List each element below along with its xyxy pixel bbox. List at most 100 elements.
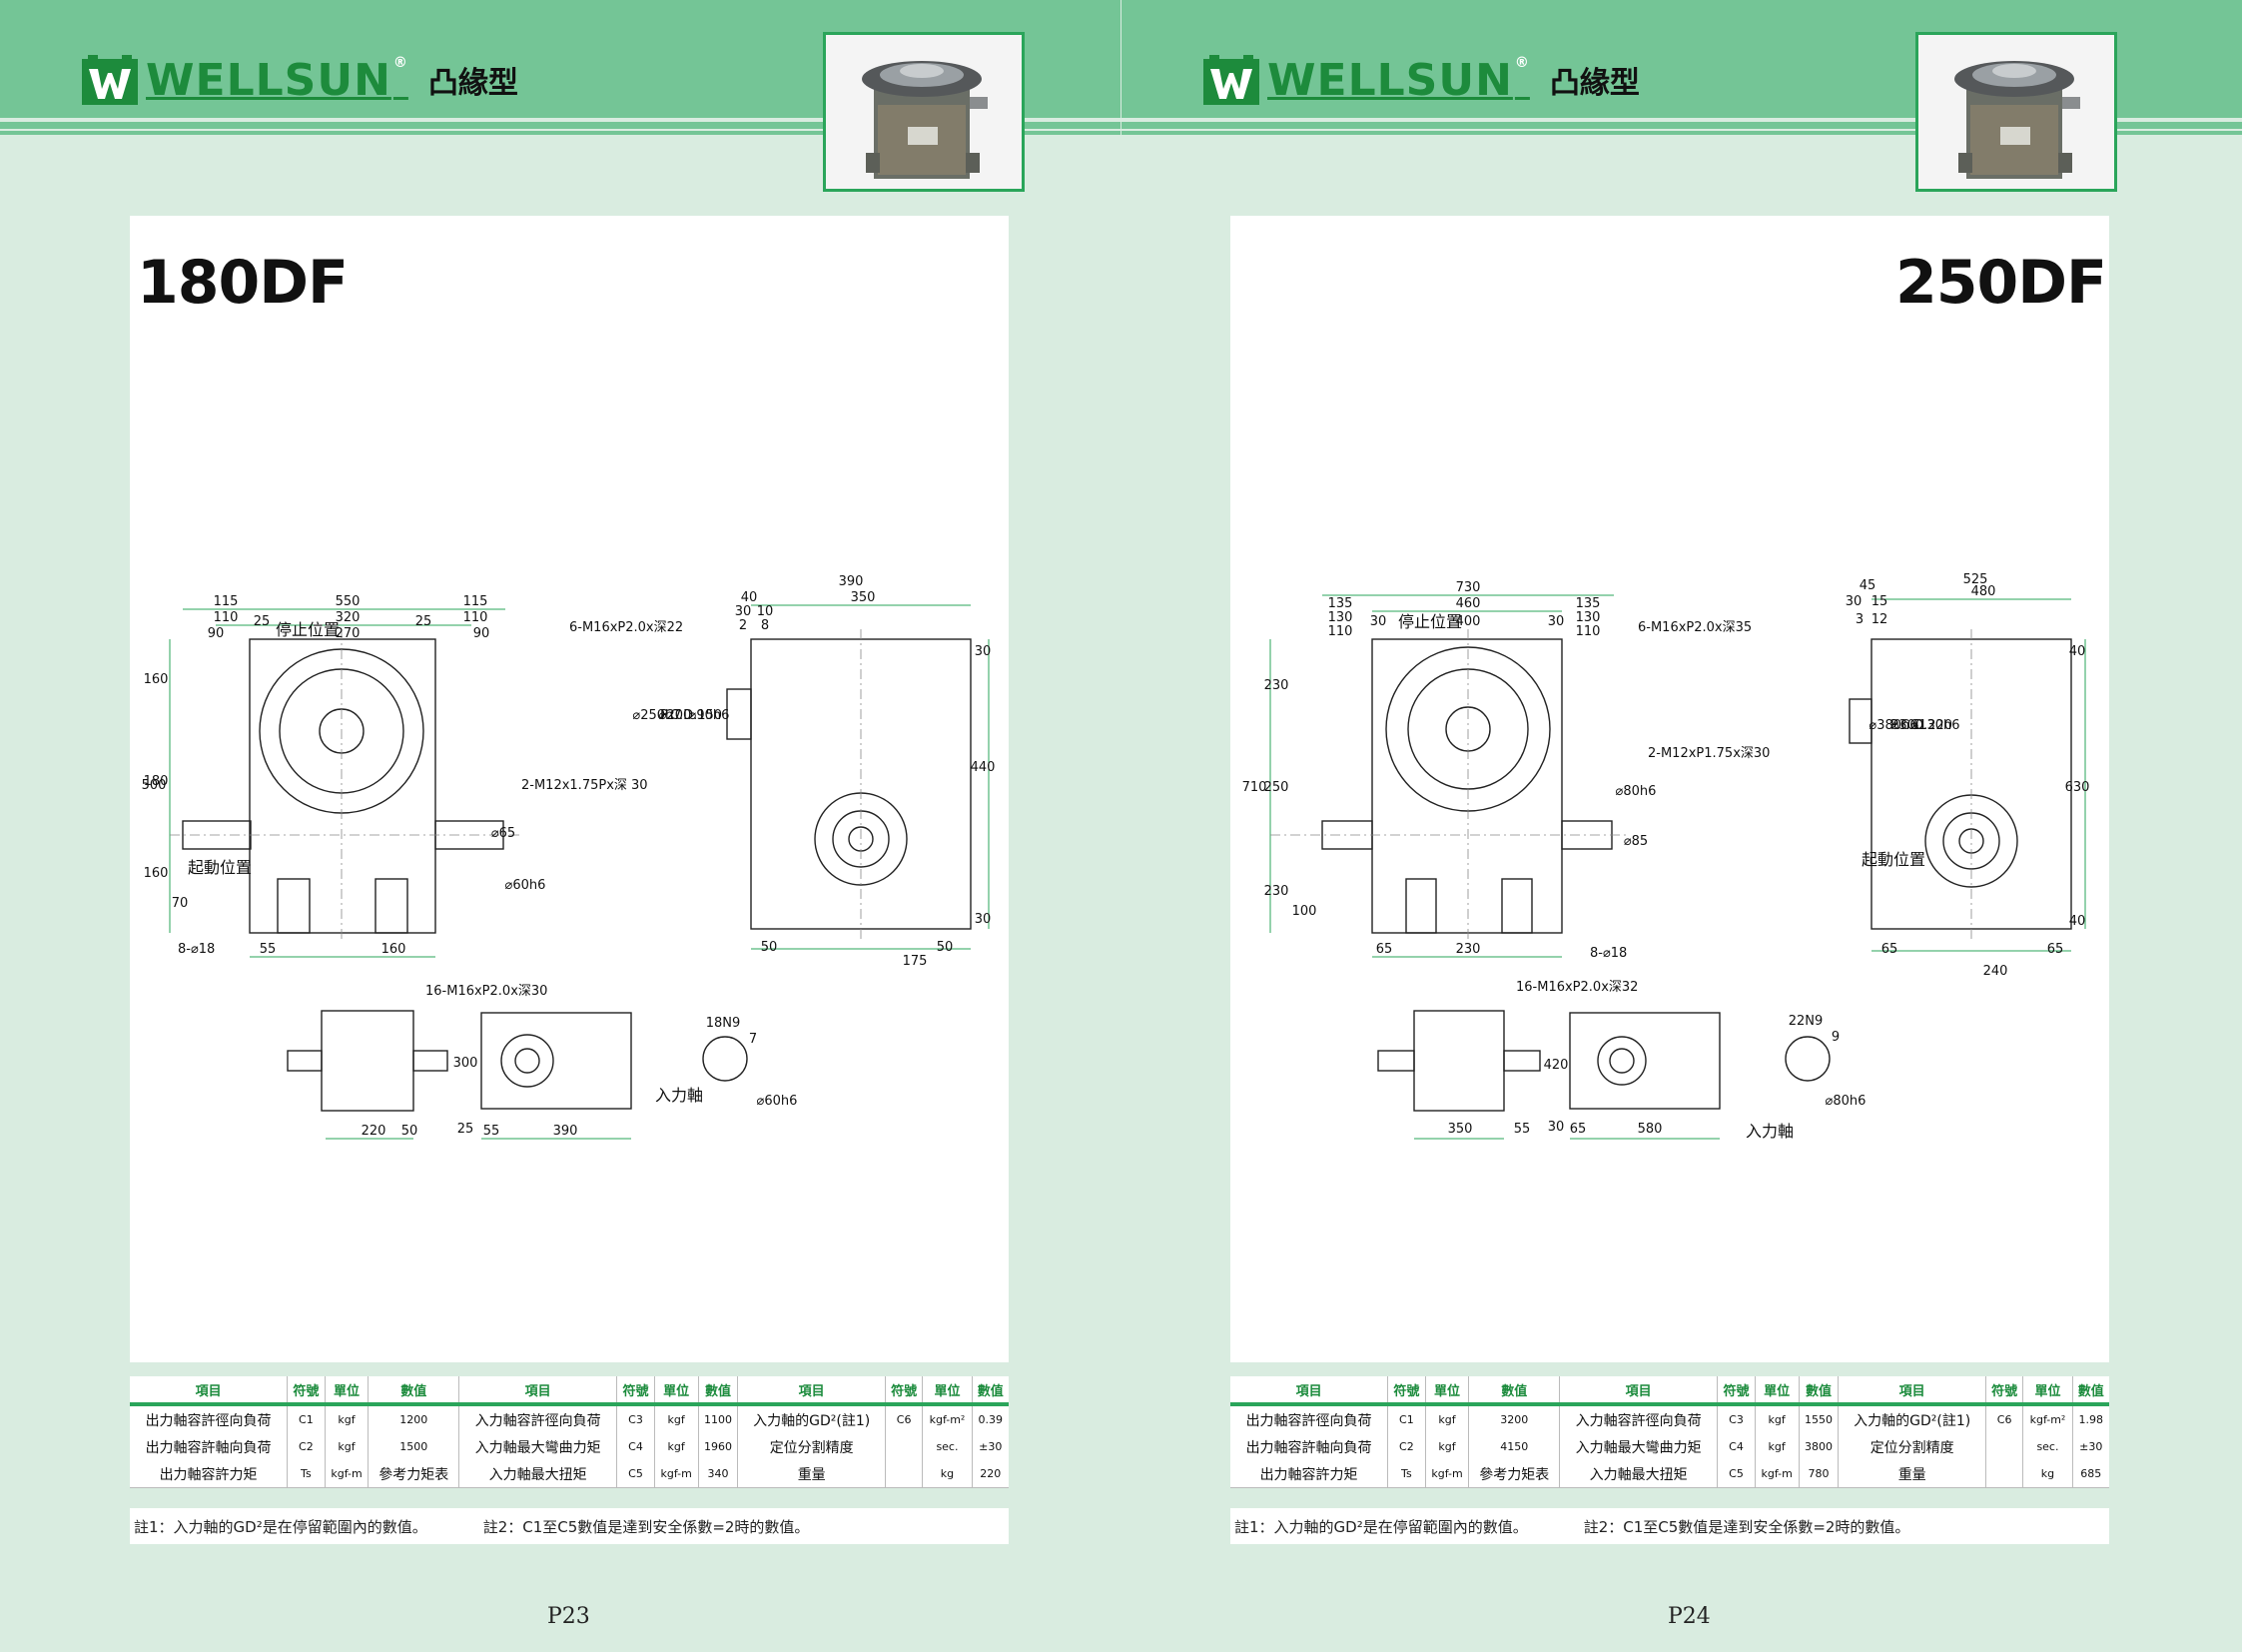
cell-value: ±30 [2071,1433,2109,1460]
dim-small-390: 390 [553,1124,578,1139]
dim-height-100: 100 [1292,904,1317,919]
catalog-page-right: WELLSUN® 凸緣型 250DF [1121,0,2242,1652]
stop-position-label: 停止位置 [276,620,340,639]
dim-bottom-230: 230 [1456,942,1481,957]
cell-unit: kgf [1754,1433,1800,1460]
cell-unit: kgf-m [1424,1460,1469,1488]
registered-mark: ® [392,54,408,71]
dim-top-overall: 730 [1456,580,1481,595]
cell-symbol: C4 [616,1433,655,1460]
technical-drawing: 550 320 270 115 110 90 25 115 110 90 25 … [142,574,995,1140]
dim-small-300: 300 [453,1056,478,1071]
cell-item: 出力軸容許徑向負荷 [145,1412,272,1429]
table-row: 出力軸容許軸向負荷 C2 kgf 1500 入力軸最大彎曲力矩 C4 kgf 1… [130,1433,1009,1460]
dim-right-110: 110 [463,610,488,625]
col-unit: 單位 [1424,1376,1469,1406]
dia-60h6: ⌀60h6 [505,878,546,893]
col-item: 項目 [130,1376,288,1406]
dim-right-130: 130 [1576,610,1601,625]
spec-header-row: 項目 符號 單位 數值 項目 符號 單位 數值 項目 符號 單位 數值 [1230,1376,2109,1406]
cell-symbol: C5 [616,1460,655,1488]
cell-unit: kg [922,1460,973,1488]
cell-symbol [884,1460,923,1488]
dia-85: ⌀85 [1624,834,1648,849]
dim-small-55: 55 [1514,1122,1531,1137]
col-unit: 單位 [922,1376,973,1406]
cell-unit: kgf [1754,1404,1800,1433]
dim-side-30: 30 [735,604,752,619]
dim-side-right-40b: 40 [2069,914,2086,929]
table-row: 出力軸容許徑向負荷 C1 kgf 1200 入力軸容許徑向負荷 C3 kgf 1… [130,1404,1009,1433]
cell-value: 參考力矩表 [1468,1460,1560,1488]
dim-side-65a: 65 [1881,942,1898,957]
dim-top-460: 460 [1456,596,1481,611]
cell-item: 定位分割精度 [1838,1433,1986,1460]
col-item: 項目 [1559,1376,1718,1406]
cell-value: 3800 [1798,1433,1839,1460]
content-panel [1230,216,2109,1362]
brand-logo: WELLSUN® 凸緣型 [80,50,518,110]
cell-item: 出力軸容許軸向負荷 [145,1439,272,1456]
table-row: 出力軸容許軸向負荷 C2 kgf 4150 入力軸最大彎曲力矩 C4 kgf 3… [1230,1433,2109,1460]
callout-tapped-holes-2: 2-M12x1.75Px深 30 [521,778,648,793]
brand-logo: WELLSUN® 凸緣型 [1201,50,1640,110]
table-row: 出力軸容許力矩 Ts kgf-m 參考力矩表 入力軸最大扭矩 C5 kgf-m … [1230,1460,2109,1488]
cell-symbol: C1 [287,1404,326,1433]
col-item: 項目 [1230,1376,1388,1406]
cell-symbol: C1 [1387,1404,1426,1433]
registered-mark: ® [1514,54,1530,71]
callout-tapped-holes: 6-M16xP2.0x深35 [1638,620,1752,635]
dim-top-320: 320 [336,610,361,625]
dim-left-90: 90 [208,626,225,641]
key-depth: 9 [1832,1030,1840,1045]
cell-item: 入力軸最大彎曲力矩 [1559,1433,1718,1460]
pcd-150: P.C.D.150 [660,708,722,723]
col-symbol: 符號 [884,1376,923,1406]
dim-side-15: 15 [1871,594,1888,609]
dim-height-230a: 230 [1264,678,1289,693]
shaft-diameter: ⌀60h6 [757,1094,798,1109]
cell-item: 入力軸的GD²(註1) [737,1404,886,1433]
dim-height-230b: 230 [1264,884,1289,899]
header-rule [1121,122,2242,129]
dim-side-12: 12 [1871,612,1888,627]
dia-65: ⌀65 [491,826,515,841]
dia-300: ⌀300 [1891,718,1924,733]
table-row: 出力軸容許徑向負荷 C1 kgf 3200 入力軸容許徑向負荷 C3 kgf 1… [1230,1404,2109,1433]
dim-side-3: 3 [1856,612,1864,627]
dim-left-30: 30 [1370,614,1387,629]
cell-value: 1100 [697,1404,738,1433]
cell-symbol: C6 [1984,1404,2023,1433]
cell-unit: kgf [1424,1404,1469,1433]
col-unit: 單位 [1754,1376,1800,1406]
cell-item: 入力軸最大彎曲力矩 [458,1433,617,1460]
model-title: 180DF [137,248,349,318]
dim-small-350: 350 [1448,1122,1473,1137]
dim-bottom-65: 65 [1376,942,1393,957]
dim-small-65: 65 [1570,1122,1587,1137]
dim-right-110: 110 [1576,624,1601,639]
dim-small-420: 420 [1544,1058,1569,1073]
col-item: 項目 [737,1376,886,1406]
note-1: 註1：入力軸的GD²是在停留範圍內的數值。 [134,1517,427,1536]
dim-height-160b: 160 [144,866,169,881]
cell-unit: kgf [653,1433,699,1460]
cell-unit: kgf [653,1404,699,1433]
spec-table: 項目 符號 單位 數值 項目 符號 單位 數值 項目 符號 單位 數值 出力軸容… [130,1376,1009,1488]
dim-right-90: 90 [473,626,490,641]
dia-380h6: ⌀380h6 [1868,718,1917,733]
cell-symbol: C5 [1717,1460,1756,1488]
header-rule [0,122,1121,129]
wellsun-w-logo-icon [1203,55,1259,105]
dim-left-135: 135 [1328,596,1353,611]
cell-item: 入力軸最大扭矩 [1559,1460,1718,1488]
dim-side-right-30b: 30 [975,912,992,927]
col-value: 數值 [1798,1376,1839,1406]
callout-mount-holes: 8-⌀18 [1590,946,1627,961]
col-item: 項目 [1838,1376,1986,1406]
col-value: 數值 [697,1376,738,1406]
cell-value: 參考力矩表 [368,1460,459,1488]
col-symbol: 符號 [1717,1376,1756,1406]
dim-side-8: 8 [761,618,769,633]
cell-unit: kgf [324,1433,369,1460]
